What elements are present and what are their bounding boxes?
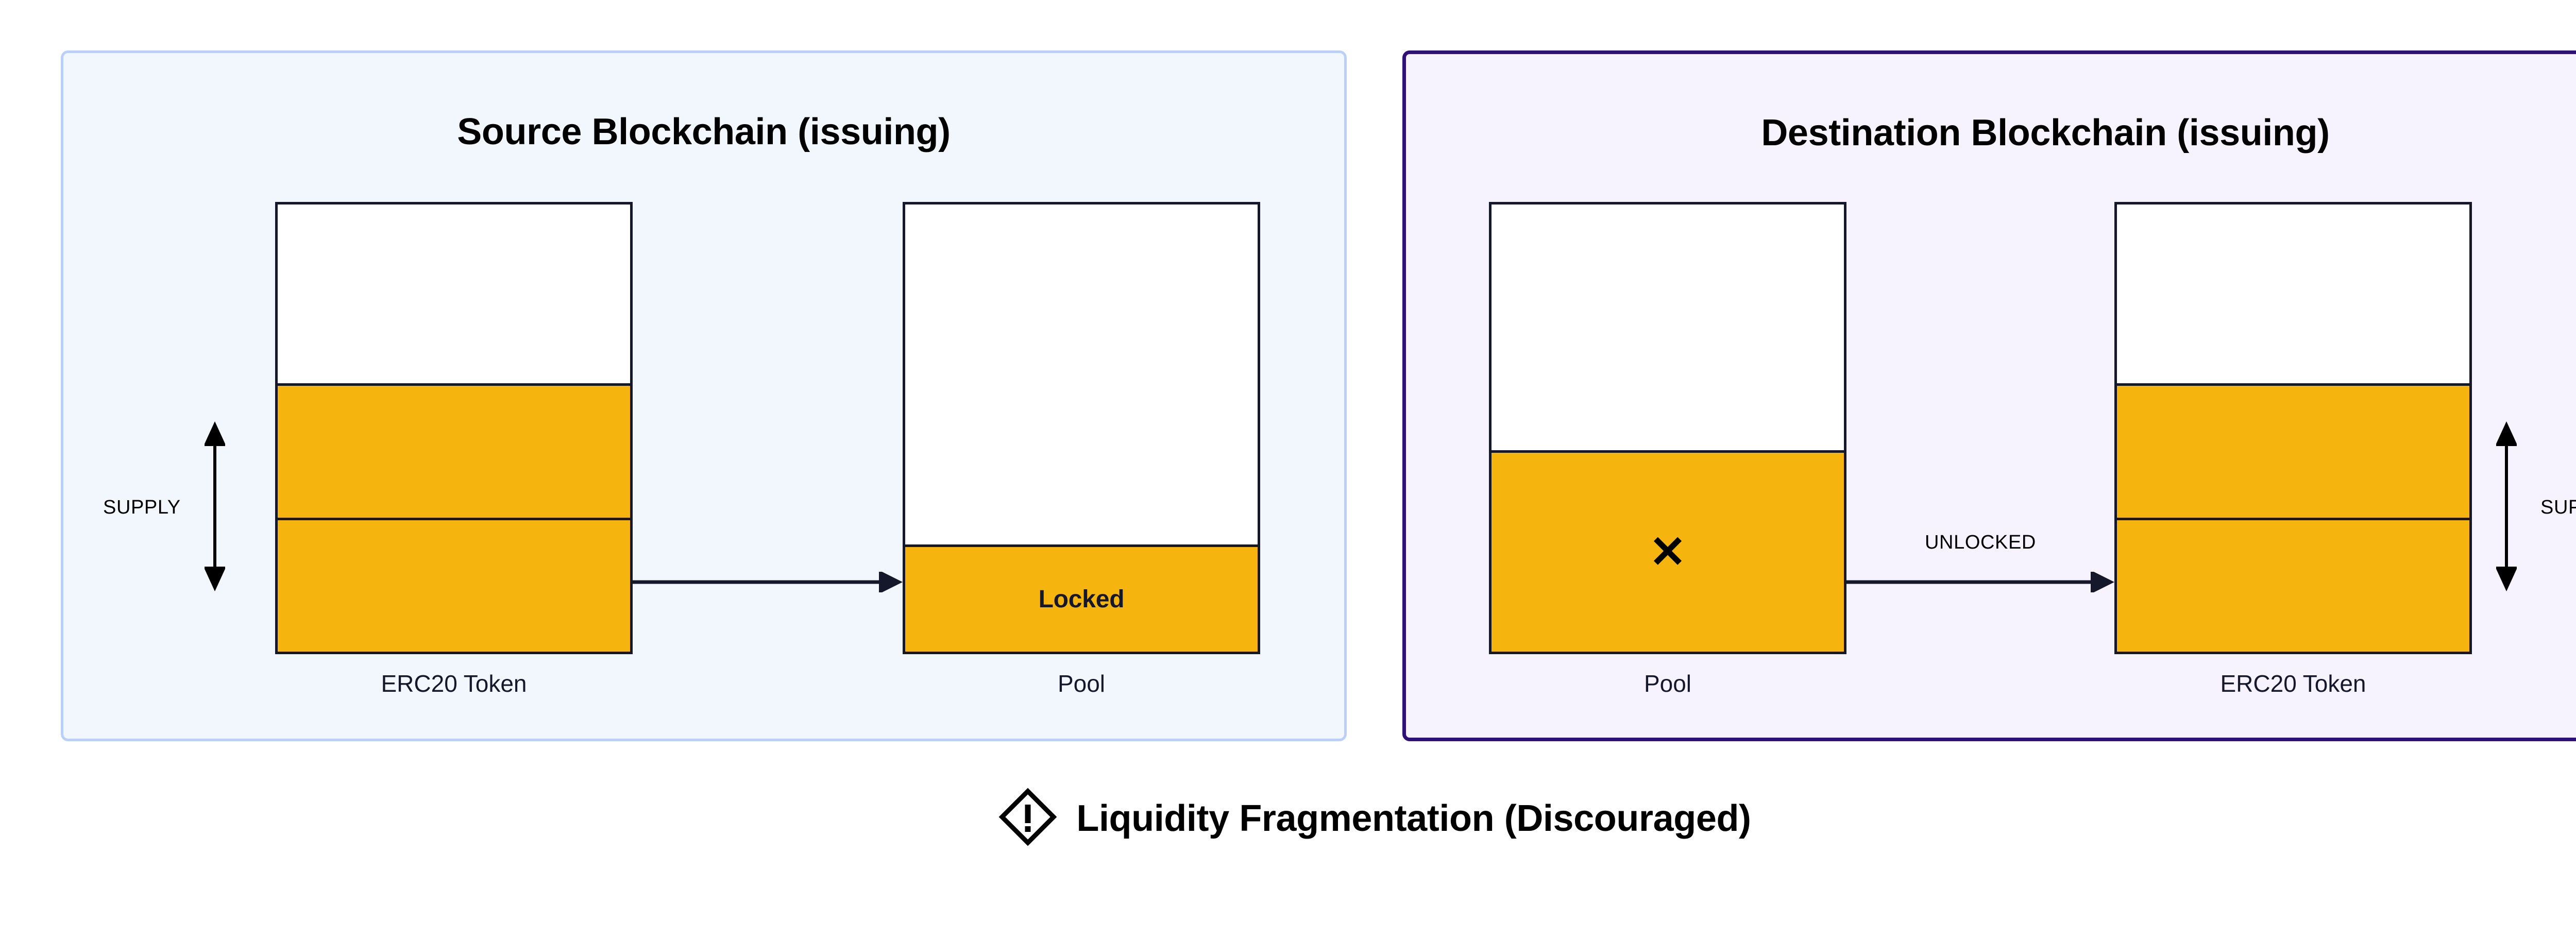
- bar-segment-label-locked: Locked: [1038, 585, 1125, 613]
- panel-destination-title: Destination Blockchain (issuing): [1761, 112, 2330, 154]
- bar-destination-erc20-token: [2114, 202, 2472, 654]
- supply-measure-source: SUPPLY: [103, 421, 226, 594]
- bar-segment-filled: [278, 517, 630, 652]
- bar-segment-empty: [278, 204, 630, 384]
- bar-destination-pool: ✕: [1489, 202, 1846, 654]
- bar-caption-source-pool: Pool: [1057, 670, 1106, 697]
- bar-segment-empty: [2117, 204, 2469, 384]
- panel-source-title: Source Blockchain (issuing): [457, 111, 951, 152]
- bar-segment-empty: [1492, 204, 1844, 451]
- bar-segment-filled: [2117, 383, 2469, 518]
- footer-note: Liquidity Fragmentation (Discouraged): [0, 787, 2576, 849]
- supply-double-arrow-icon: [203, 421, 226, 594]
- warning-diamond-icon: [998, 787, 1058, 849]
- supply-measure-destination: SUPPLY: [2495, 421, 2576, 594]
- supply-label-source: SUPPLY: [103, 497, 181, 518]
- diagram-canvas: Source Blockchain (issuing) SUPPLY ERC20…: [61, 50, 2576, 741]
- bar-caption-destination-erc20-token: ERC20 Token: [2220, 670, 2366, 697]
- footer-label: Liquidity Fragmentation (Discouraged): [1076, 797, 1751, 839]
- bar-source-pool: Locked: [903, 202, 1260, 654]
- bar-source-erc20-token: [275, 202, 633, 654]
- bar-caption-destination-pool: Pool: [1643, 670, 1692, 697]
- cross-mark-icon: ✕: [1649, 527, 1687, 577]
- supply-double-arrow-icon: [2495, 421, 2518, 594]
- supply-label-destination: SUPPLY: [2540, 497, 2576, 518]
- flow-arrow-unlock-icon: [1846, 570, 2114, 595]
- flow-arrow-lock-icon: [633, 570, 903, 595]
- flow-arrow-label-unlocked: UNLOCKED: [1925, 532, 2036, 553]
- bar-segment-filled: [278, 383, 630, 518]
- bar-segment-filled-locked: Locked: [905, 544, 1258, 652]
- bar-caption-source-erc20-token: ERC20 Token: [381, 670, 527, 697]
- bar-segment-filled-blocked: ✕: [1492, 450, 1844, 652]
- bar-segment-empty: [905, 204, 1258, 544]
- bar-segment-filled: [2117, 517, 2469, 652]
